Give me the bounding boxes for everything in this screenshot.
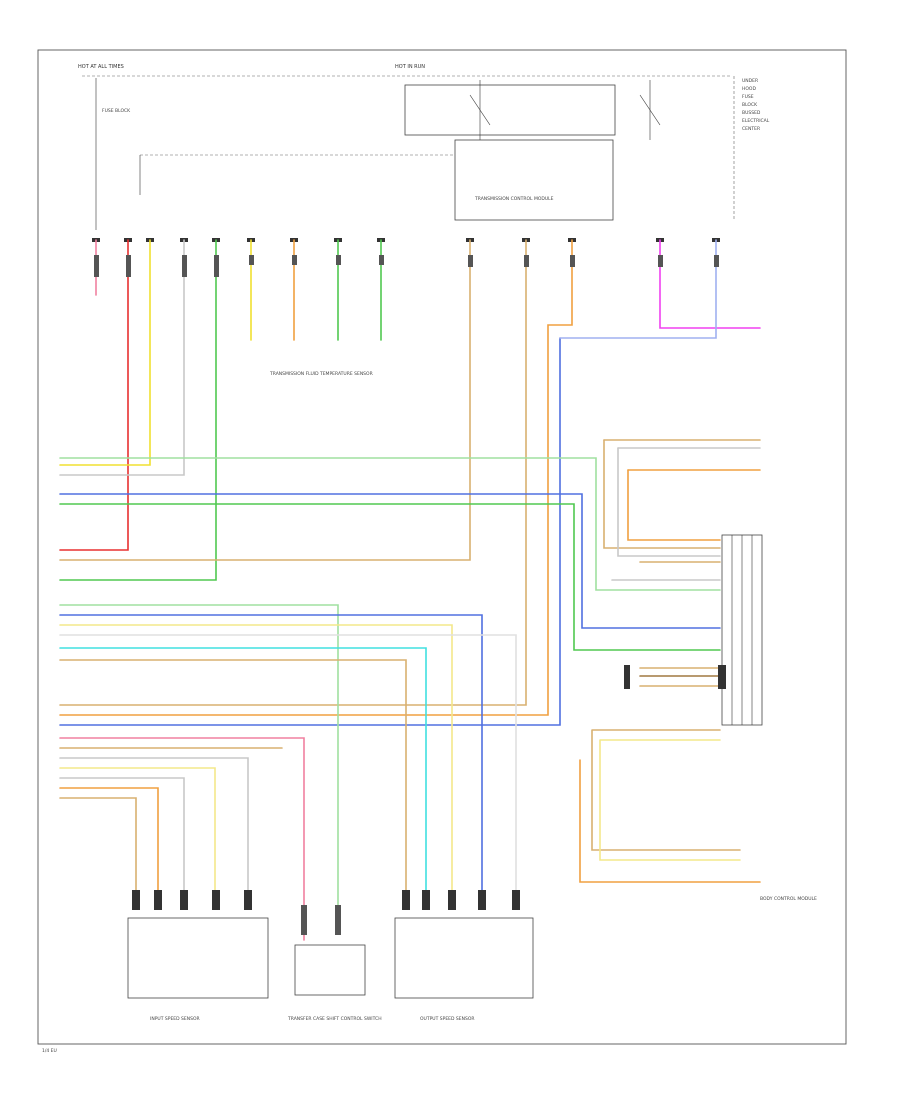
wire-tan-down (59, 659, 407, 893)
right-connector-block (624, 534, 763, 726)
wire-gray-down (59, 634, 517, 893)
relay-box (404, 84, 616, 136)
wire-yellow-right-low (599, 739, 741, 861)
sensor-group-label: TRANSMISSION FLUID TEMPERATURE SENSOR (269, 371, 373, 377)
svg-text:BUSSED: BUSSED (742, 110, 761, 116)
tcm-connector-row (92, 238, 720, 242)
wire-orange-right-low (579, 759, 761, 883)
wire-gray-bottom-2 (59, 777, 185, 893)
output-speed-sensor-label: OUTPUT SPEED SENSOR (420, 1016, 475, 1022)
bottom-sensors: INPUT SPEED SENSOR TRANSFER CASE SHIFT C… (127, 890, 534, 1022)
svg-text:ELECTRICAL: ELECTRICAL (742, 118, 770, 124)
svg-text:HOOD: HOOD (742, 86, 756, 92)
wire-blue-bus (59, 493, 721, 629)
wire-tan-right-drop (603, 439, 721, 549)
wire-cyan-down (59, 647, 427, 893)
hot-in-run-label: HOT IN RUN (395, 64, 425, 70)
wire-gray-bottom-1 (59, 757, 249, 893)
wire-green-down (59, 604, 339, 921)
wire-yellow-down (59, 624, 453, 893)
body-control-module-label: BODY CONTROL MODULE (760, 896, 817, 902)
wire-orange-1 (59, 239, 573, 716)
wire-red-feed (59, 239, 129, 551)
wire-blue-down (59, 614, 483, 893)
svg-text:BLOCK: BLOCK (742, 102, 758, 108)
wire-tan-bottom-2 (59, 797, 137, 893)
power-feed-section: HOT AT ALL TIMES HOT IN RUN FUSE BLOCK U… (78, 64, 770, 230)
wire-gray-right-drop (617, 447, 721, 557)
wire-pink-bottom (59, 737, 305, 941)
wire-gray-1 (59, 239, 185, 476)
wire-lt-blue-1 (559, 239, 717, 339)
page-code: 1/4 EU (42, 1048, 57, 1054)
wiring-harness (59, 239, 761, 941)
output-speed-sensor-box (394, 917, 534, 999)
wire-segment-markers (94, 255, 719, 277)
input-speed-sensor-box (127, 917, 269, 999)
transfer-case-switch-box (294, 944, 366, 996)
svg-text:CENTER: CENTER (742, 126, 760, 132)
wire-blue-1 (59, 337, 561, 726)
tcm-module-box (454, 139, 614, 221)
diagram-frame (37, 49, 847, 1045)
wire-tan-2 (59, 239, 527, 706)
bottom-left-connectors (132, 890, 252, 910)
svg-text:FUSE: FUSE (742, 94, 754, 100)
transfer-case-switch-label: TRANSFER CASE SHIFT CONTROL SWITCH (287, 1016, 382, 1022)
tcm-label: TRANSMISSION CONTROL MODULE (474, 196, 554, 202)
wire-magenta (659, 239, 761, 329)
wire-lt-green-bus (59, 457, 721, 591)
wire-orange-right-drop (627, 469, 721, 541)
wire-green-long (59, 239, 217, 581)
underhood-fuse-note: UNDER HOOD FUSE BLOCK BUSSED ELECTRICAL … (742, 78, 770, 132)
wire-green-bus (59, 503, 721, 651)
fuse-block-label: FUSE BLOCK (102, 108, 131, 114)
wire-tan-right-low (591, 729, 741, 851)
wire-yellow (59, 239, 151, 466)
bottom-right-connectors (402, 890, 520, 910)
svg-text:UNDER: UNDER (742, 78, 758, 84)
hot-at-all-times-label: HOT AT ALL TIMES (78, 64, 124, 70)
wire-orange-bottom (59, 787, 159, 893)
input-speed-sensor-label: INPUT SPEED SENSOR (150, 1016, 200, 1022)
wire-tan-main (59, 239, 471, 561)
wire-yellow-bottom (59, 767, 216, 893)
